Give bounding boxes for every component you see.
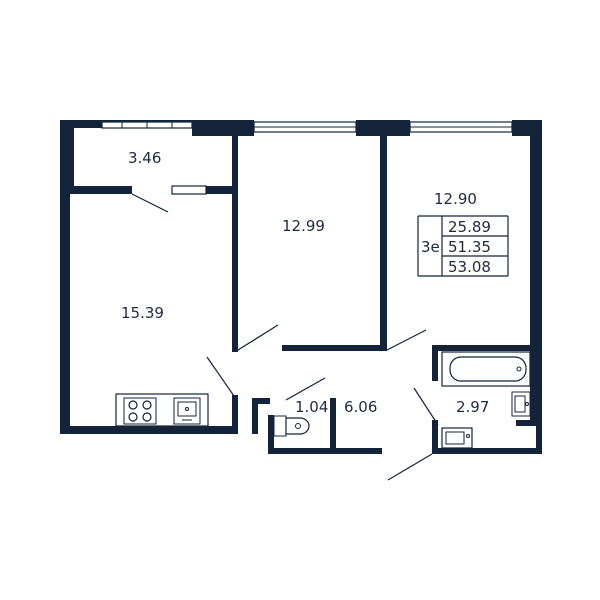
room-area-toilet: 1.04 <box>295 398 328 416</box>
windows <box>101 121 513 195</box>
total-with-balcony-value: 53.08 <box>448 258 491 276</box>
room-area-bathroom: 2.97 <box>456 398 489 416</box>
sink-icon <box>173 397 201 425</box>
living-area-value: 25.89 <box>448 218 491 236</box>
stove-icon <box>123 397 157 425</box>
area-summary-table: 3е 25.89 51.35 53.08 <box>417 215 509 277</box>
doors <box>131 193 439 481</box>
room-area-hall: 6.06 <box>344 398 377 416</box>
washbasin-icon <box>511 391 531 417</box>
kitchen-counter <box>115 393 209 427</box>
room-area-kitchen: 15.39 <box>121 304 164 322</box>
apartment-type: 3е <box>421 238 440 256</box>
total-area-value: 51.35 <box>448 238 491 256</box>
room-labels: 3.46 15.39 12.99 12.90 1.04 6.06 2.97 <box>121 149 489 416</box>
walls <box>60 120 542 454</box>
toilet-icon <box>273 415 310 437</box>
washing-machine-icon <box>441 427 473 449</box>
room-area-bedroom-middle: 12.99 <box>282 217 325 235</box>
room-area-bedroom-right: 12.90 <box>434 190 477 208</box>
room-area-balcony: 3.46 <box>128 149 161 167</box>
bathtub-icon <box>441 351 531 387</box>
